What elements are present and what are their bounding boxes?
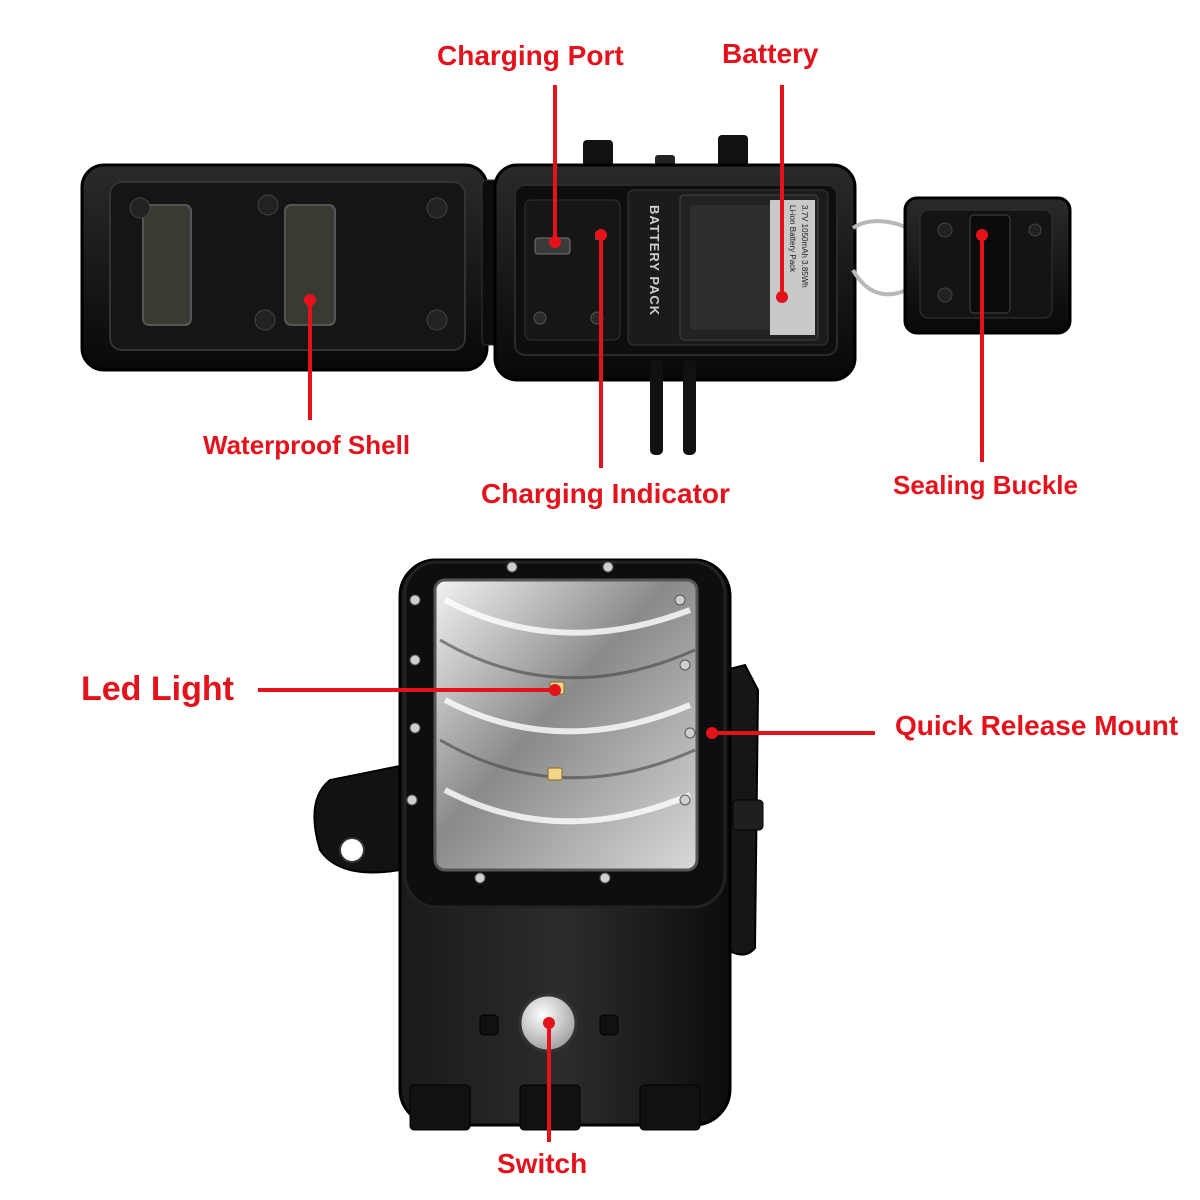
battery-label xyxy=(770,200,815,335)
label-sealing-buckle: Sealing Buckle xyxy=(893,470,1078,500)
label-battery: Battery xyxy=(722,38,819,69)
foam-pad-left xyxy=(142,204,192,326)
bezel-screws xyxy=(406,561,696,884)
lens xyxy=(433,578,699,872)
label-waterproof-shell: Waterproof Shell xyxy=(203,430,411,460)
label-charging-port: Charging Port xyxy=(437,40,624,71)
label-led-light: Led Light xyxy=(81,670,234,708)
label-switch: Switch xyxy=(497,1148,588,1179)
sealing-buckle-part xyxy=(903,196,1072,335)
battery-spec-line-1: Li-ion Battery Pack xyxy=(788,205,797,273)
leader-lines xyxy=(258,85,988,1142)
led-light-unit xyxy=(313,558,764,1131)
label-quick-release-mount: Quick Release Mount xyxy=(895,710,1179,741)
waterproof-shell-lid xyxy=(80,163,489,372)
open-battery-housing: BATTERY PACK Li-ion Battery Pack 3.7V 10… xyxy=(80,135,1072,455)
led-chip-2 xyxy=(547,767,563,781)
battery-pack-text: BATTERY PACK xyxy=(647,205,662,316)
label-charging-indicator: Charging Indicator xyxy=(481,478,730,509)
battery-spec-line-2: 3.7V 1050mAh 3.85Wh xyxy=(800,205,809,288)
battery-compartment: BATTERY PACK Li-ion Battery Pack 3.7V 10… xyxy=(493,135,857,455)
side-mount-arm xyxy=(313,763,407,874)
